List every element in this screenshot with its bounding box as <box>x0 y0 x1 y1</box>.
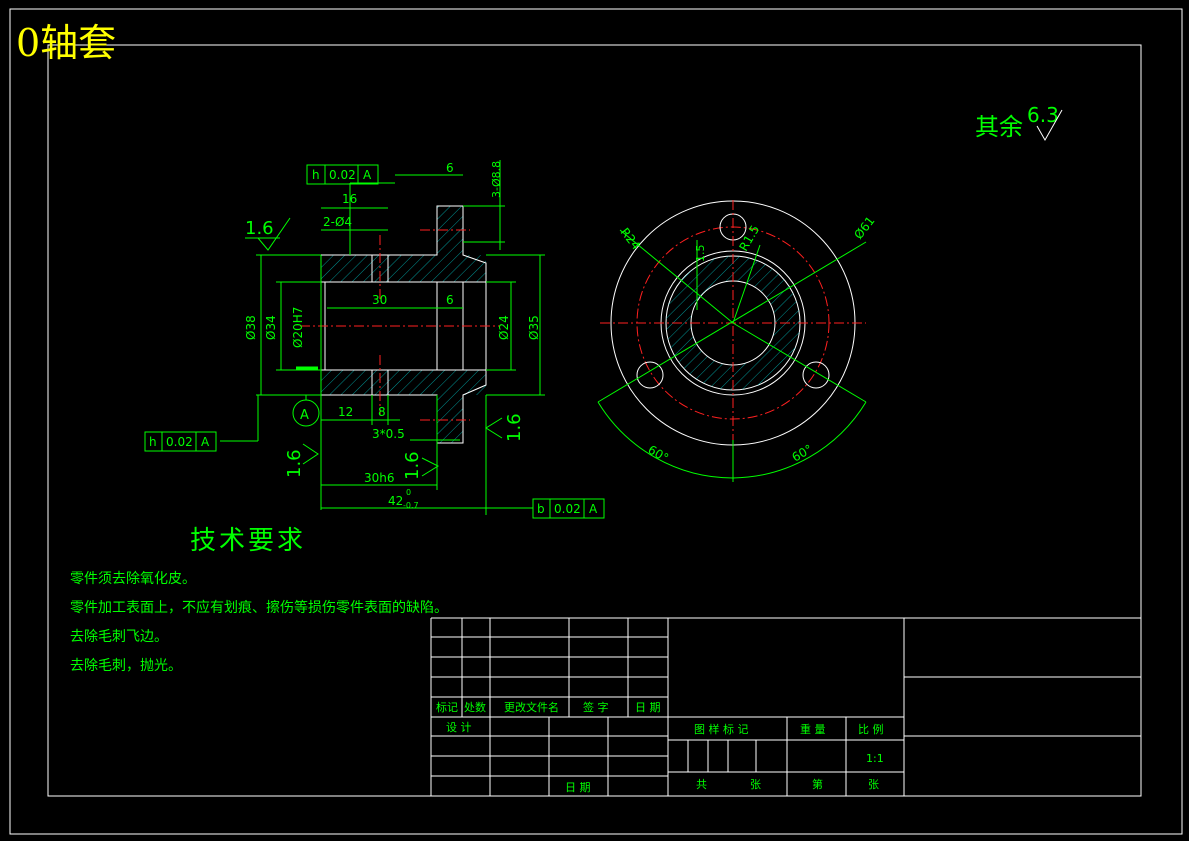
dim-d35: Ø35 <box>527 315 541 340</box>
tb-genggai: 更改文件名 <box>504 700 559 714</box>
inner-border <box>47 44 1142 797</box>
dim-d61: Ø61 <box>851 214 877 242</box>
tb-riqi2: 日 期 <box>565 781 591 794</box>
end-view: R24 1.5 R1.5 Ø61 60° 60° <box>597 200 878 482</box>
svg-text:0.02: 0.02 <box>166 435 193 449</box>
tb-gong: 共 <box>696 778 707 791</box>
roughness-1: 1.6 <box>245 218 274 239</box>
tech-item-2: 零件加工表面上，不应有划痕、擦伤等损伤零件表面的缺陷。 <box>70 599 448 616</box>
dim-16: 16 <box>342 192 357 206</box>
dim-30h6: 30h6 <box>364 471 395 485</box>
dim-d24: Ø24 <box>497 315 511 340</box>
dim-42-tol0: 0 <box>406 488 411 497</box>
dim-8: 8 <box>378 405 386 419</box>
tb-scale: 1:1 <box>866 752 884 765</box>
tech-item-3: 去除毛刺飞边。 <box>70 629 168 645</box>
svg-text:0.02: 0.02 <box>554 502 581 516</box>
section-view: 16 6 3-Ø8.8 2-Ø4 30 6 Ø38 Ø34 Ø20H7 Ø24 … <box>144 160 605 519</box>
tb-sheji: 设 计 <box>446 721 472 734</box>
roughness-2: 1.6 <box>284 449 305 478</box>
dim-2-hole: 2-Ø4 <box>323 215 352 229</box>
dim-6-mid: 6 <box>446 293 454 307</box>
tb-zhang2: 张 <box>868 778 879 791</box>
tech-item-4: 去除毛刺，抛光。 <box>70 658 182 674</box>
dim-42: 42 <box>388 494 403 508</box>
tolerance-frame-1: h 0.02 A <box>306 164 379 185</box>
svg-text:A: A <box>363 168 372 182</box>
dim-3-hole: 3-Ø8.8 <box>490 161 503 198</box>
roughness-symbol-icon <box>1036 109 1063 142</box>
tb-chushu: 处数 <box>464 701 486 714</box>
tb-bili: 比 例 <box>858 722 884 736</box>
dim-d20h7: Ø20H7 <box>291 307 305 348</box>
outer-border <box>9 8 1183 835</box>
tb-riqi: 日 期 <box>635 701 661 714</box>
svg-text:0.02: 0.02 <box>329 168 356 182</box>
tech-heading: 技术要求 <box>190 526 306 556</box>
svg-text:b: b <box>537 502 545 516</box>
roughness-rest-label: 其余 <box>975 113 1023 141</box>
roughness-3: 1.6 <box>402 451 423 480</box>
dim-6-top: 6 <box>446 161 454 175</box>
dim-30: 30 <box>372 293 387 307</box>
svg-text:A: A <box>589 502 598 516</box>
dim-12: 12 <box>338 405 353 419</box>
tolerance-frame-2: h 0.02 A <box>144 431 217 452</box>
dim-60-right: 60° <box>790 442 815 465</box>
tb-qianzi: 签 字 <box>583 700 609 714</box>
roughness-4: 1.6 <box>504 413 525 442</box>
hatch-top-wall <box>321 255 486 282</box>
dim-42-tol: -0.7 <box>403 501 419 510</box>
drawing-title: 0轴套 <box>16 21 116 65</box>
hatch-flange-bottom <box>437 395 463 443</box>
svg-text:h: h <box>149 435 157 449</box>
tb-biaoji: 标记 <box>436 700 458 714</box>
dim-chamfer: 3*0.5 <box>372 427 405 441</box>
tolerance-frame-3: b 0.02 A <box>532 498 605 519</box>
datum-label: A <box>300 408 309 423</box>
hatch-bottom-wall <box>321 370 486 395</box>
tb-tuyang: 图 样 标 记 <box>694 722 749 736</box>
tb-zhang1: 张 <box>750 778 761 791</box>
title-block: 标记 处数 更改文件名 签 字 日 期 设 计 日 期 图 样 标 记 重 量 … <box>430 617 1141 796</box>
dim-1-5: 1.5 <box>694 245 707 263</box>
dim-60-left: 60° <box>646 442 671 465</box>
tb-zhongliang: 重 量 <box>800 722 826 736</box>
tb-di: 第 <box>812 777 823 791</box>
dim-d34: Ø34 <box>264 315 278 340</box>
dim-d38: Ø38 <box>244 315 258 340</box>
dim-r24: R24 <box>618 225 644 252</box>
svg-text:A: A <box>201 435 210 449</box>
svg-text:h: h <box>312 168 320 182</box>
roughness-rest-value: 6.3 <box>1027 103 1059 127</box>
tech-item-1: 零件须去除氧化皮。 <box>70 571 196 587</box>
